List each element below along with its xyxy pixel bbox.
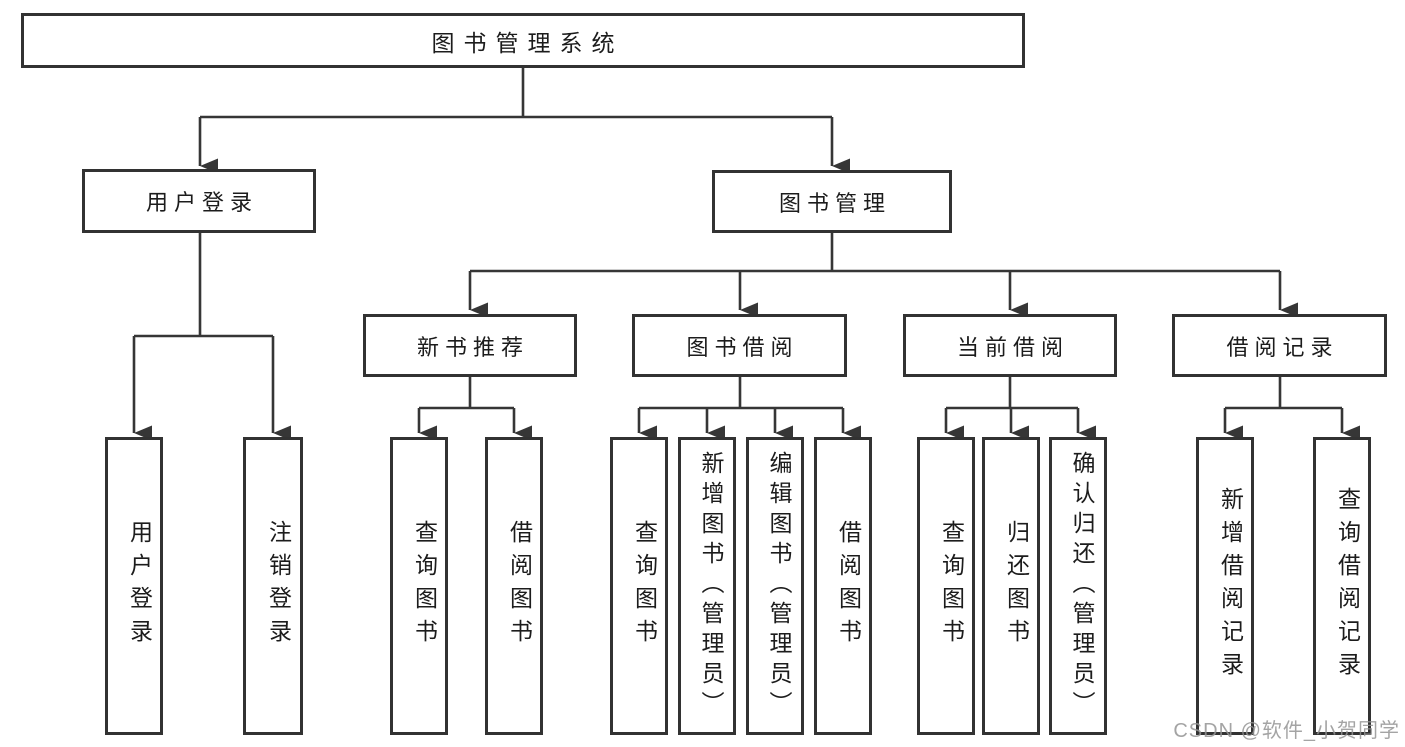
- leaf-edit-book-admin: 编辑图书（管理员）: [746, 437, 804, 735]
- leaf-add-book-admin-label: 新增图书（管理员）: [698, 451, 724, 721]
- node-current-borrowing: 当前借阅: [903, 314, 1117, 377]
- leaf-query-borrow-record: 查询借阅记录: [1313, 437, 1371, 735]
- node-book-management: 图书管理: [712, 170, 952, 233]
- node-user-login: 用户登录: [82, 169, 316, 233]
- leaf-query-books-current-label: 查询图书: [938, 520, 965, 652]
- leaf-query-books-recommend-label: 查询图书: [411, 520, 438, 652]
- connector-user-login-branch: [132, 233, 291, 441]
- leaf-query-books-borrow: 查询图书: [610, 437, 668, 735]
- connector-root-branch: [198, 68, 850, 174]
- leaf-borrow-books-recommend-label: 借阅图书: [506, 520, 533, 652]
- node-borrowing-records: 借阅记录: [1172, 314, 1387, 377]
- leaf-confirm-return-admin-label: 确认归还（管理员）: [1069, 451, 1095, 721]
- node-new-book-recommend: 新书推荐: [363, 314, 577, 377]
- leaf-add-borrow-record-label: 新增借阅记录: [1217, 487, 1244, 685]
- leaf-return-book-label: 归还图书: [1003, 520, 1030, 652]
- node-book-borrowing-label: 图书借阅: [686, 334, 799, 360]
- leaf-edit-book-admin-label: 编辑图书（管理员）: [766, 451, 792, 721]
- leaf-query-books-borrow-label: 查询图书: [631, 520, 658, 652]
- node-new-book-recommend-label: 新书推荐: [416, 334, 529, 360]
- leaf-logout: 注销登录: [243, 437, 303, 735]
- leaf-borrow-books-label: 借阅图书: [835, 520, 862, 652]
- leaf-query-books-current: 查询图书: [917, 437, 975, 735]
- node-current-borrowing-label: 当前借阅: [956, 334, 1069, 360]
- leaf-add-borrow-record: 新增借阅记录: [1196, 437, 1254, 735]
- node-library-system: 图书管理系统: [21, 13, 1025, 68]
- node-book-borrowing: 图书借阅: [632, 314, 847, 377]
- connector-book-borrow-branch: [637, 377, 861, 441]
- connector-book-mgmt-branch: [468, 233, 1298, 318]
- connector-borrow-records-branch: [1223, 377, 1360, 441]
- leaf-user-login-label: 用户登录: [126, 520, 153, 652]
- leaf-confirm-return-admin: 确认归还（管理员）: [1049, 437, 1107, 735]
- leaf-add-book-admin: 新增图书（管理员）: [678, 437, 736, 735]
- leaf-user-login: 用户登录: [105, 437, 163, 735]
- leaf-query-books-recommend: 查询图书: [390, 437, 448, 735]
- leaf-logout-label: 注销登录: [265, 520, 292, 652]
- node-user-login-label: 用户登录: [145, 190, 258, 215]
- csdn-watermark: CSDN @软件_小贺同学: [1173, 720, 1400, 742]
- leaf-query-borrow-record-label: 查询借阅记录: [1334, 487, 1361, 685]
- connector-new-book-branch: [417, 377, 532, 441]
- leaf-borrow-books: 借阅图书: [814, 437, 872, 735]
- node-library-system-label: 图书管理系统: [431, 29, 624, 56]
- leaf-borrow-books-recommend: 借阅图书: [485, 437, 543, 735]
- leaf-return-book: 归还图书: [982, 437, 1040, 735]
- connector-current-borrow-branch: [944, 377, 1096, 441]
- node-book-management-label: 图书管理: [778, 190, 891, 216]
- node-borrowing-records-label: 借阅记录: [1226, 334, 1339, 360]
